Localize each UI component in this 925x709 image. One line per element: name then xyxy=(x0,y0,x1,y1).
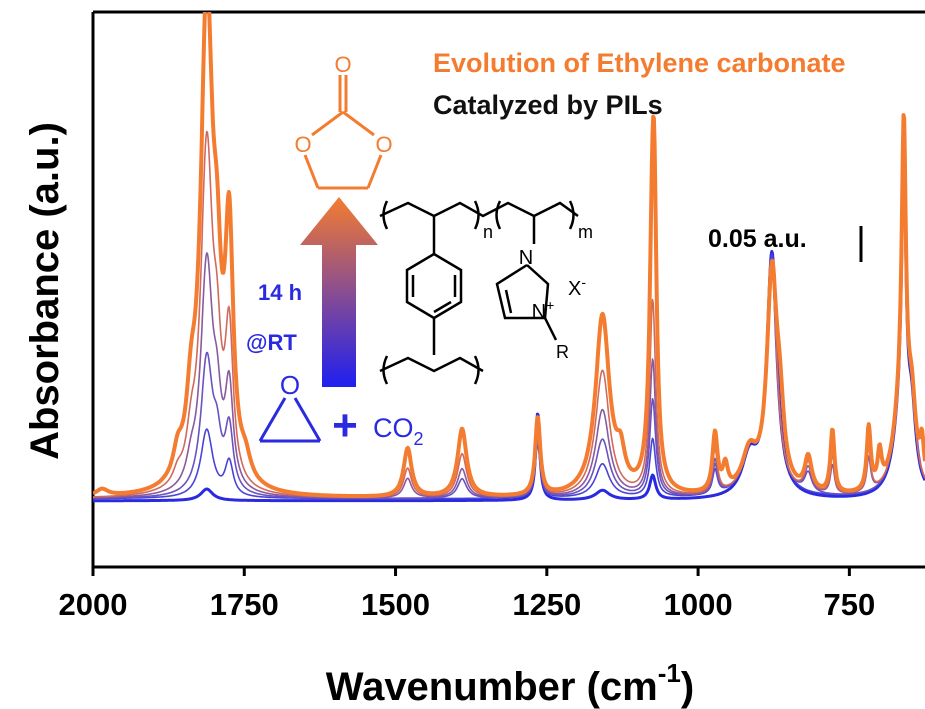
spectra-series xyxy=(93,12,925,503)
counter-anion-label: X- xyxy=(568,274,586,300)
epoxide-o-label: O xyxy=(280,370,300,400)
r-group-label: R xyxy=(556,342,569,362)
chart-subtitle: Catalyzed by PILs xyxy=(433,90,663,120)
carbonyl-o-label: O xyxy=(334,52,351,77)
x-tick-label-1000: 1000 xyxy=(664,587,733,622)
x-axis-label-close: ) xyxy=(681,665,694,709)
ethylene-carbonate-atoms: O O O xyxy=(294,52,392,157)
chart-title: Evolution of Ethylene carbonate xyxy=(433,48,846,78)
x-tick-label-1250: 1250 xyxy=(512,587,581,622)
x-axis-ticks: 2000 1750 1500 1250 1000 750 xyxy=(59,567,875,622)
co2-subscript: 2 xyxy=(414,429,424,449)
x-axis-label: Wavenumber (cm-1) xyxy=(326,658,694,709)
x-tick-label-1500: 1500 xyxy=(361,587,430,622)
imidazolium-n-label: N xyxy=(519,247,533,269)
plot-frame xyxy=(91,10,925,569)
epoxide-structure xyxy=(258,397,322,443)
condition-label: @RT xyxy=(246,330,297,355)
n-plus-charge: + xyxy=(546,297,554,313)
n-plus-atom: N xyxy=(532,301,546,323)
x-anion-charge: - xyxy=(581,274,586,290)
time-label: 14 h xyxy=(258,280,302,305)
ring-o-right-label: O xyxy=(375,132,392,157)
ring-o-left-label: O xyxy=(294,132,311,157)
pil-polymer-structure xyxy=(379,200,579,385)
co2-text: CO xyxy=(373,413,414,443)
x-tick-label-750: 750 xyxy=(823,587,875,622)
x-axis-label-exponent: -1 xyxy=(658,658,681,688)
scale-bar-label: 0.05 a.u. xyxy=(708,225,807,253)
x-tick-label-2000: 2000 xyxy=(59,587,128,622)
x-anion: X xyxy=(568,278,581,300)
x-axis-label-main: Wavenumber (cm xyxy=(326,665,658,709)
co2-label: CO2 xyxy=(373,413,424,449)
subscript-m: m xyxy=(578,222,593,242)
y-axis-label: Absorbance (a.u.) xyxy=(23,122,67,460)
ethylene-carbonate-structure xyxy=(303,75,383,190)
subscript-n: n xyxy=(483,222,493,242)
reaction-arrow xyxy=(300,197,378,387)
plus-sign: + xyxy=(332,401,358,450)
pil-structure-labels: n m N N+ X- R xyxy=(483,222,593,362)
x-tick-label-1750: 1750 xyxy=(210,587,279,622)
series-line-0 xyxy=(93,12,925,498)
imidazolium-n-plus-label: N+ xyxy=(532,297,555,323)
